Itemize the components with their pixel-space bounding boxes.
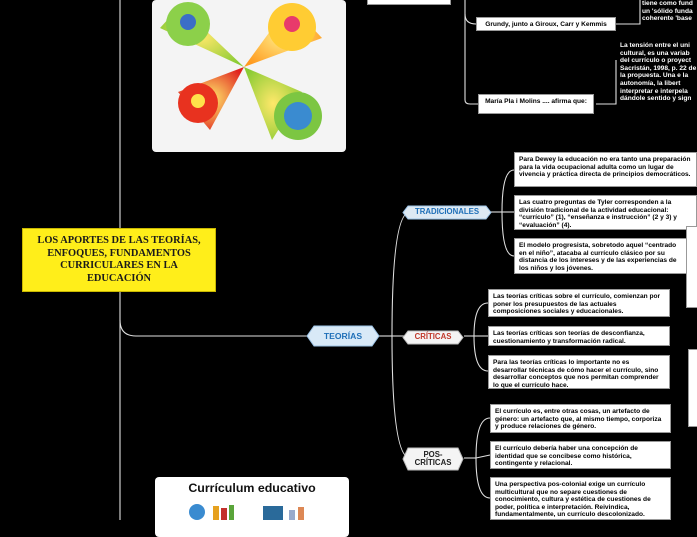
- flower-illustration: [160, 2, 322, 140]
- central-topic[interactable]: LOS APORTES DE LAS TEORÍAS, ENFOQUES, FU…: [22, 228, 216, 292]
- poscriticas-node[interactable]: [402, 447, 464, 471]
- criticas-item-desconfianza[interactable]: Las teorías críticas son teorías de desc…: [488, 326, 670, 346]
- tradicionales-item-dewey[interactable]: Para Dewey la educación no era tanto una…: [514, 152, 697, 187]
- poscriticas-item-genero[interactable]: El currículo es, entre otras cosas, un a…: [490, 404, 671, 433]
- mariapla-text: La tensión entre el uni cultural, es una…: [620, 42, 697, 103]
- clipped-right-box-1[interactable]: [686, 226, 697, 308]
- curriculum-card: Currículum educativo: [155, 477, 349, 537]
- grundy-text: tiene como fund un 'sólido funda coheren…: [642, 0, 693, 23]
- criticas-item-presupuestos[interactable]: Las teorías críticas sobre el currículo,…: [488, 289, 670, 317]
- tradicionales-item-tyler[interactable]: Las cuatro preguntas de Tyler correspond…: [514, 195, 697, 230]
- curriculum-card-title: Currículum educativo: [188, 481, 316, 495]
- grundy-node[interactable]: Grundy, junto a Giroux, Carr y Kemmis: [476, 17, 616, 31]
- tradicionales-label: TRADICIONALES: [414, 207, 480, 217]
- top-image-card: [152, 0, 346, 152]
- poscriticas-label: POS-CRÍTICAS: [414, 449, 452, 467]
- tradicionales-item-progresista[interactable]: El modelo progresista, sobretodo aquel “…: [514, 238, 690, 274]
- teorias-label: TEORÍAS: [323, 330, 363, 341]
- school-items-illustration: [189, 504, 304, 520]
- poscriticas-item-poscolonial[interactable]: Una perspectiva pos-colonial exige un cu…: [490, 477, 671, 520]
- clipped-right-box-2[interactable]: [688, 349, 697, 427]
- tradicionales-node[interactable]: [402, 205, 492, 220]
- teorias-node[interactable]: [306, 325, 380, 347]
- top-stub-node[interactable]: [367, 0, 451, 5]
- criticas-node[interactable]: [402, 330, 464, 345]
- mariapla-node[interactable]: María Pla i Molins .... afirma que:: [478, 94, 594, 114]
- central-topic-label: LOS APORTES DE LAS TEORÍAS, ENFOQUES, FU…: [37, 235, 201, 284]
- poscriticas-item-identidad[interactable]: El currículo debería haber una concepció…: [490, 441, 671, 469]
- criticas-label: CRÍTICAS: [414, 332, 452, 342]
- criticas-item-conceptos[interactable]: Para las teorías críticas lo importante …: [488, 355, 670, 389]
